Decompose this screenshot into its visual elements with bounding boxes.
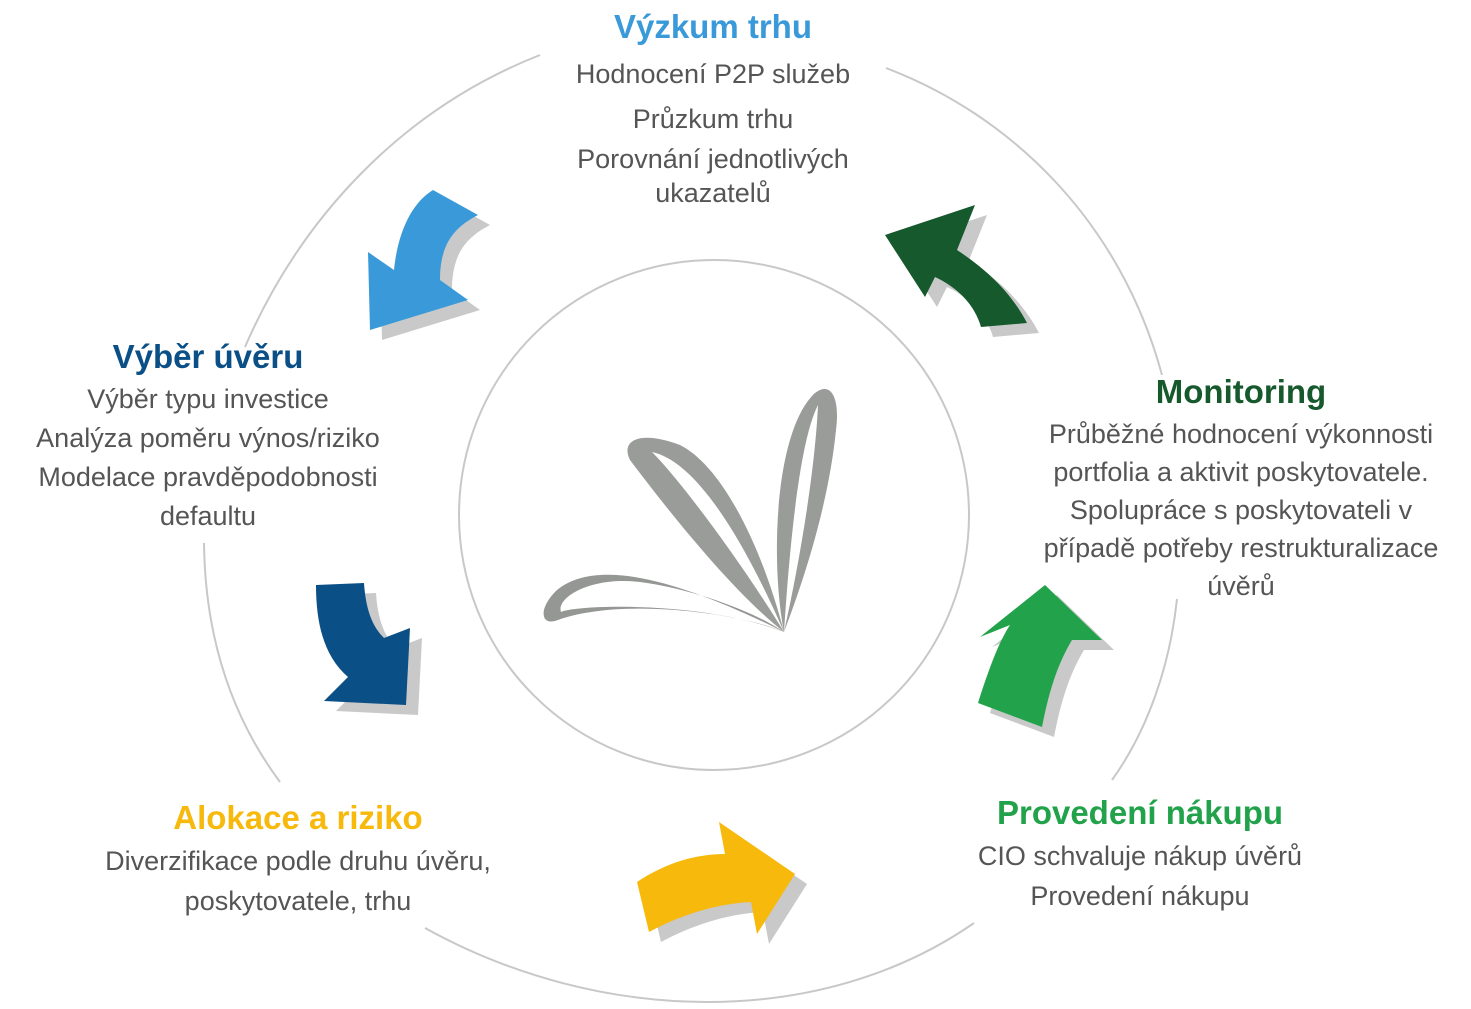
arrow-purchase-to-monitoring-icon [978,585,1114,737]
stage-purchase-line: CIO schvaluje nákup úvěrů [977,841,1303,871]
outer-ring-segment [203,542,281,783]
stage-purchase-line: Provedení nákupu [1030,881,1250,911]
stage-selection-line: Analýza poměru výnos/riziko [36,423,380,453]
outer-ring [203,54,1178,1003]
stage-research-line: ukazatelů [655,178,771,208]
stage-selection-line: Modelace pravděpodobnosti [38,462,378,492]
stage-research: Výzkum trhu Hodnocení P2P služeb Průzkum… [513,6,913,210]
arrow-body [637,822,795,934]
arrow-allocation-to-purchase-icon [637,822,807,944]
stage-monitoring-line: případě potřeby restrukturalizace [1043,533,1439,563]
stage-monitoring-line: úvěrů [1207,571,1275,601]
stage-allocation: Alokace a riziko Diverzifikace podle dru… [58,797,538,921]
stage-monitoring-line: Spolupráce s poskytovateli v [1069,495,1413,525]
stage-monitoring-line: portfolia a aktivit poskytovatele. [1053,457,1429,487]
stage-selection-line: defaultu [159,501,257,531]
arrow-monitoring-to-research-icon [885,205,1039,337]
arrow-body [368,190,478,330]
stage-selection-line: Výběr typu investice [87,384,329,414]
stage-research-line: Průzkum trhu [632,104,794,134]
stage-purchase: Provedení nákupu CIO schvaluje nákup úvě… [940,792,1340,916]
stage-purchase-title: Provedení nákupu [996,794,1284,831]
stage-research-title: Výzkum trhu [613,8,813,45]
arrow-body [978,585,1102,727]
stage-monitoring: Monitoring Průběžné hodnocení výkonnosti… [1010,371,1471,605]
inner-circle [458,259,970,771]
arrow-body [885,205,1027,327]
stage-research-line: Porovnání jednotlivých [577,144,849,174]
stage-monitoring-title: Monitoring [1155,373,1327,410]
outer-ring-segment [885,67,1163,376]
arrow-body [316,583,410,705]
stage-selection: Výběr úvěru Výběr typu investice Analýza… [8,336,408,536]
stage-monitoring-line: Průběžné hodnocení výkonnosti [1048,419,1434,449]
stage-allocation-line: poskytovatele, trhu [184,886,412,916]
stage-research-line: Hodnocení P2P služeb [575,59,851,89]
arrow-research-to-selection-icon [368,190,490,340]
stage-allocation-line: Diverzifikace podle druhu úvěru, [105,846,491,876]
outer-ring-segment [424,922,975,1003]
stage-selection-title: Výběr úvěru [112,338,304,375]
outer-ring-segment [1111,598,1178,781]
arrow-selection-to-allocation-icon [316,583,422,715]
stage-allocation-title: Alokace a riziko [173,799,423,836]
butterfly-logo-icon [543,388,838,632]
arrows-layer [316,190,1114,944]
outer-ring-segment [244,54,541,348]
